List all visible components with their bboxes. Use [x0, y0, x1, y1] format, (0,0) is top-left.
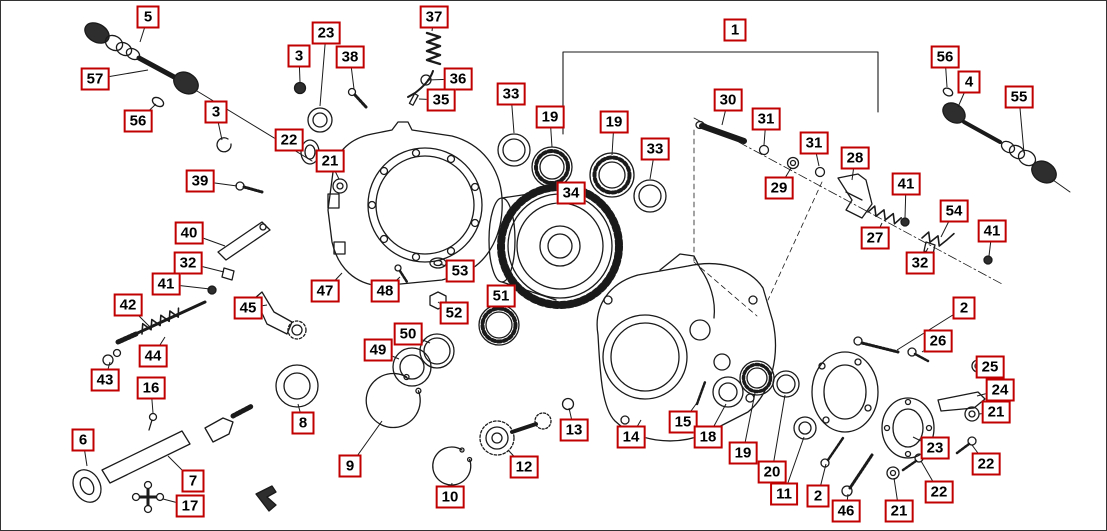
leader-line-42 — [127, 304, 151, 328]
leader-line-38 — [349, 56, 355, 90]
leader-line-19 — [549, 116, 553, 148]
leader-line-21 — [893, 477, 900, 512]
leader-line-28 — [851, 157, 856, 181]
leader-line-33 — [649, 148, 656, 180]
leader-line-56 — [944, 56, 948, 88]
leader-line-21 — [329, 160, 340, 180]
leader-line-11 — [783, 436, 805, 495]
leader-line-41 — [165, 283, 211, 290]
figure-bracket-1 — [562, 51, 879, 135]
direction-arrow — [255, 485, 277, 512]
leader-line-32 — [187, 262, 225, 273]
leader-line-40 — [188, 232, 226, 247]
leader-line-52 — [437, 301, 455, 314]
leader-line-17 — [162, 498, 191, 507]
leader-line-43 — [104, 361, 111, 381]
leader-line-53 — [439, 263, 461, 272]
leader-line-51 — [498, 295, 502, 311]
leader-line-32 — [919, 247, 929, 264]
leader-line-29 — [778, 167, 792, 189]
leader-line-36 — [426, 78, 459, 81]
leader-line-47 — [324, 272, 343, 292]
leader-line-3 — [215, 111, 223, 141]
leader-line-41 — [988, 230, 993, 257]
leader-line-12 — [508, 450, 525, 468]
leader-line-22 — [971, 444, 987, 465]
propeller-shaft — [72, 403, 277, 514]
leader-line-39 — [199, 180, 238, 187]
leader-line-15 — [682, 399, 700, 423]
leader-line-23 — [912, 436, 936, 449]
leader-line-30 — [721, 99, 729, 126]
leader-line-56 — [137, 103, 157, 122]
leader-line-33 — [510, 93, 515, 134]
leader-line-37 — [431, 16, 435, 32]
carrier-bearings — [695, 360, 817, 440]
leader-line-25 — [982, 365, 991, 368]
leader-line-9 — [349, 420, 383, 467]
leader-line-2 — [896, 307, 965, 351]
leader-line-16 — [150, 387, 154, 414]
leader-line-50 — [407, 333, 431, 344]
leader-line-24 — [976, 389, 1001, 397]
leader-line-18 — [707, 403, 727, 438]
leader-line-6 — [82, 439, 88, 467]
leader-line-20 — [771, 394, 786, 473]
leader-line-19 — [742, 392, 756, 454]
leader-line-13 — [568, 407, 575, 431]
leader-line-34 — [565, 192, 572, 204]
leader-line-3 — [298, 55, 301, 83]
leader-line-45 — [247, 304, 268, 309]
leader-line-35 — [418, 98, 442, 101]
leader-line-57 — [94, 69, 149, 80]
bearings-and-rings — [497, 133, 667, 213]
leader-line-2 — [817, 463, 827, 497]
leader-line-55 — [1018, 96, 1025, 154]
leader-line-46 — [845, 493, 849, 512]
leader-line-31 — [763, 118, 767, 146]
leader-line-22 — [920, 460, 940, 493]
leader-line-5 — [139, 16, 149, 43]
leader-line-44 — [152, 336, 166, 357]
leader-line-31 — [813, 142, 820, 167]
leader-line-54 — [940, 210, 955, 238]
front-axle-shaft-right — [942, 87, 1071, 193]
leader-line-23 — [319, 32, 327, 107]
leader-line-41 — [904, 183, 907, 219]
leader-line-8 — [297, 403, 304, 424]
leader-line-48 — [384, 276, 401, 292]
leader-line-14 — [630, 419, 642, 438]
carrier-housing — [596, 253, 777, 442]
leader-line-27 — [874, 222, 883, 239]
leader-line-49 — [377, 349, 400, 360]
leader-line-7 — [167, 455, 194, 482]
leader-line-10 — [449, 482, 453, 498]
leader-line-21 — [978, 411, 997, 415]
leader-line-4 — [957, 81, 970, 108]
leader-line-22 — [288, 139, 304, 148]
shift-shaft-left — [102, 181, 307, 366]
leader-line-26 — [921, 340, 939, 353]
leader-line-19 — [611, 121, 615, 156]
shift-rod-assembly — [693, 117, 1003, 317]
